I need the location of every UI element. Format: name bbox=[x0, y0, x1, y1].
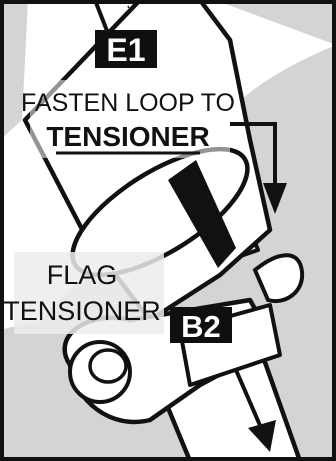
bracket-knob-top bbox=[90, 350, 126, 382]
step-badge-text: E1 bbox=[106, 32, 145, 68]
flag-label-line-2: TENSIONER bbox=[3, 296, 161, 326]
instruction-line-1: FASTEN LOOP TO bbox=[21, 89, 235, 117]
flag-label-line-1: FLAG bbox=[47, 260, 118, 290]
part-badge-text: B2 bbox=[181, 309, 221, 344]
instruction-line-2: TENSIONER bbox=[46, 121, 209, 152]
